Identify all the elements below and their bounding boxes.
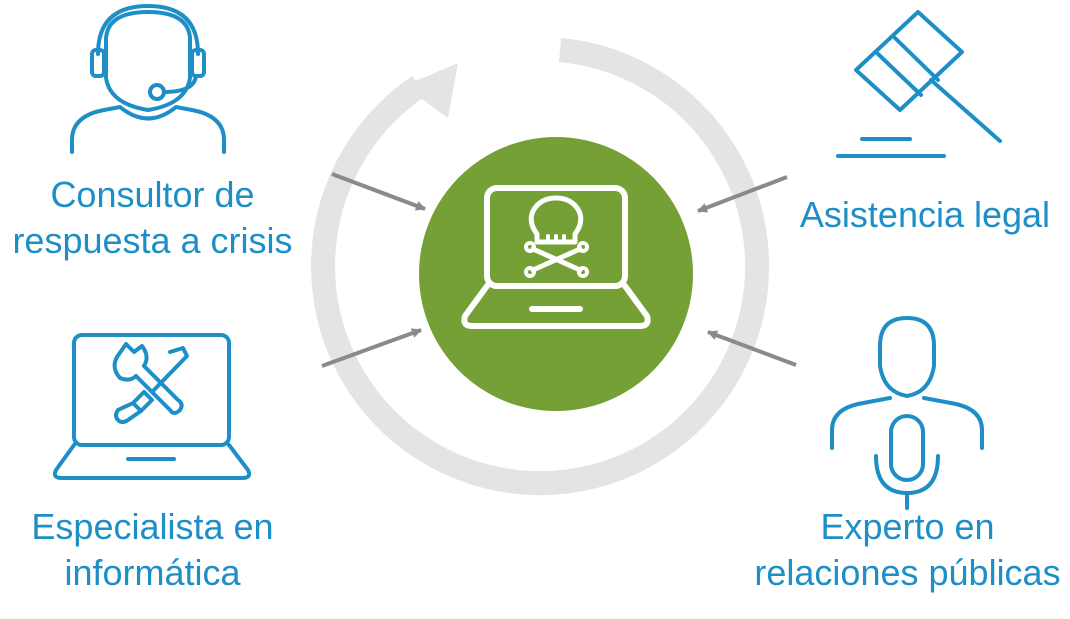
role-label-line: respuesta a crisis: [12, 220, 293, 261]
laptop-tools-icon: [52, 333, 252, 480]
headset-person-icon: [70, 4, 226, 154]
arrow-it: [321, 328, 422, 368]
role-label-line: Experto en: [820, 506, 995, 547]
role-label-it-specialist: Especialista en informática: [0, 504, 305, 596]
role-label-legal-assistance: Asistencia legal: [780, 192, 1070, 238]
role-label-line: informática: [64, 552, 241, 593]
role-label-line: Especialista en: [31, 506, 274, 547]
role-label-line: Asistencia legal: [799, 194, 1051, 235]
laptop-skull-icon: [461, 185, 651, 329]
role-label-pr-expert: Experto en relaciones públicas: [745, 504, 1070, 596]
gavel-icon: [836, 10, 1002, 158]
arrow-legal: [697, 175, 788, 213]
arrow-crisis: [331, 172, 426, 211]
role-label-line: Consultor de: [50, 174, 255, 215]
role-label-crisis-consultant: Consultor de respuesta a crisis: [0, 172, 305, 264]
center-incident-circle: [419, 137, 693, 411]
cycle-arrow: [311, 38, 770, 496]
role-label-line: relaciones públicas: [754, 552, 1061, 593]
arrow-pr: [707, 330, 797, 367]
person-microphone-icon: [830, 316, 984, 510]
inward-arrows: [321, 172, 797, 368]
